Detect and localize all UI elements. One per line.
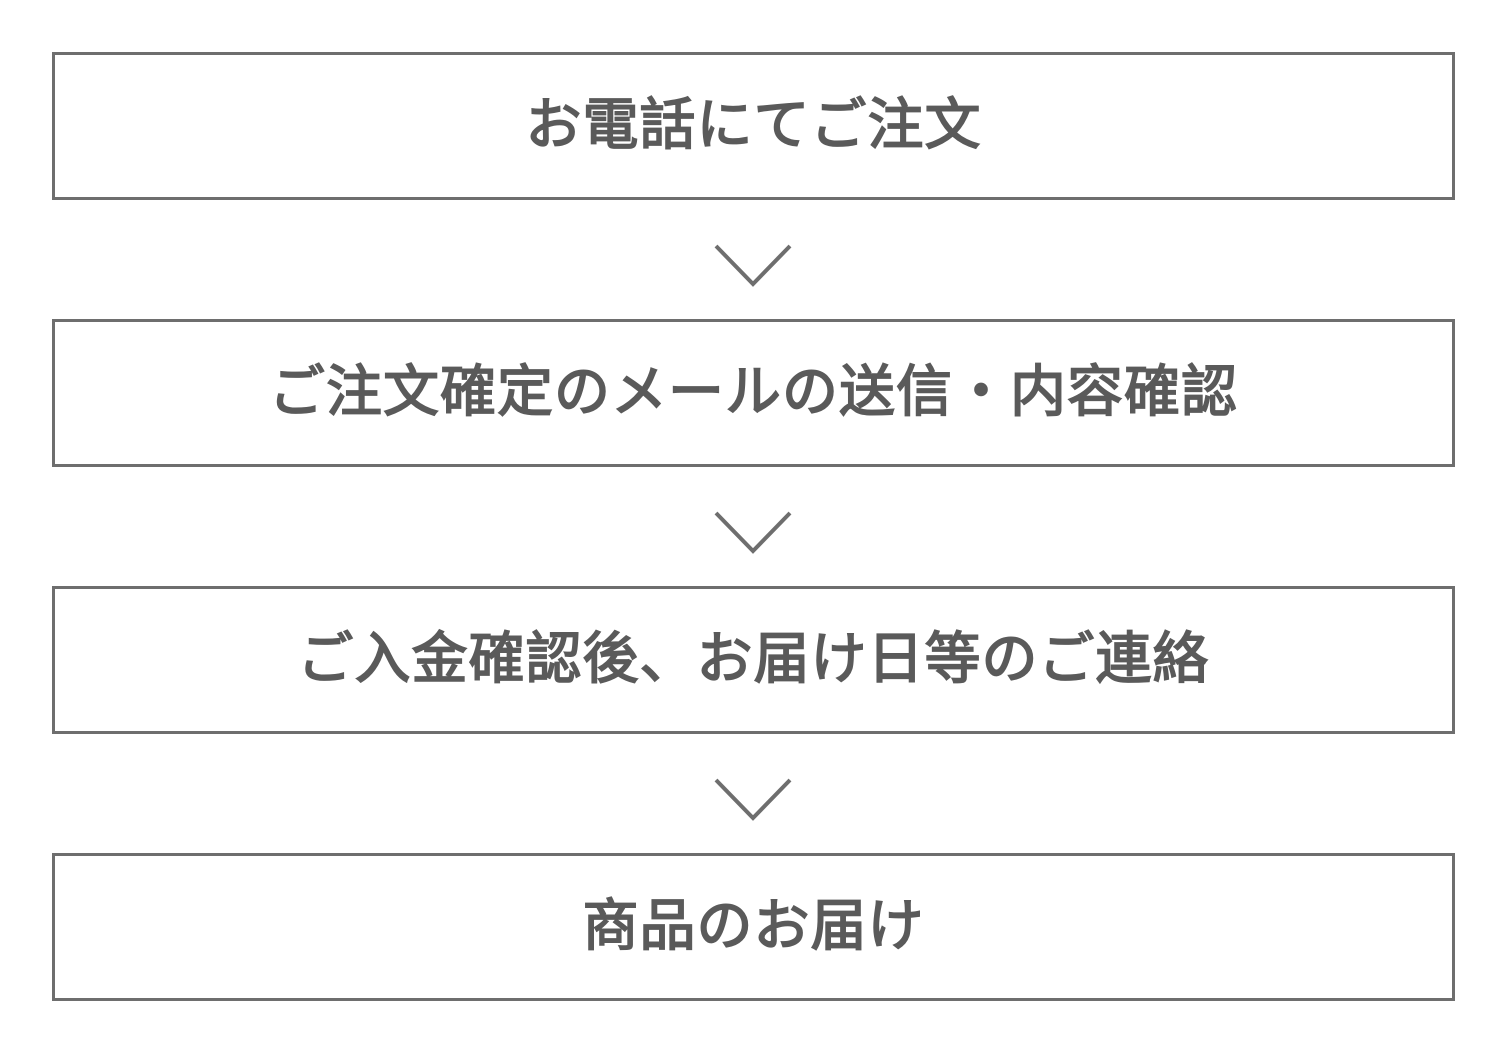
step-order-confirmation-email: ご注文確定のメールの送信・内容確認 <box>52 319 1455 467</box>
step-label: 商品のお届け <box>582 894 925 959</box>
step-label: お電話にてご注文 <box>525 93 982 158</box>
chevron-down-icon <box>714 778 792 821</box>
step-payment-confirmation-contact: ご入金確認後、お届け日等のご連絡 <box>52 586 1455 734</box>
step-label: ご注文確定のメールの送信・内容確認 <box>269 360 1238 425</box>
step-phone-order: お電話にてご注文 <box>52 52 1455 200</box>
step-product-delivery: 商品のお届け <box>52 853 1455 1001</box>
chevron-down-icon <box>714 244 792 287</box>
chevron-down-icon <box>714 511 792 554</box>
step-label: ご入金確認後、お届け日等のご連絡 <box>297 627 1210 692</box>
